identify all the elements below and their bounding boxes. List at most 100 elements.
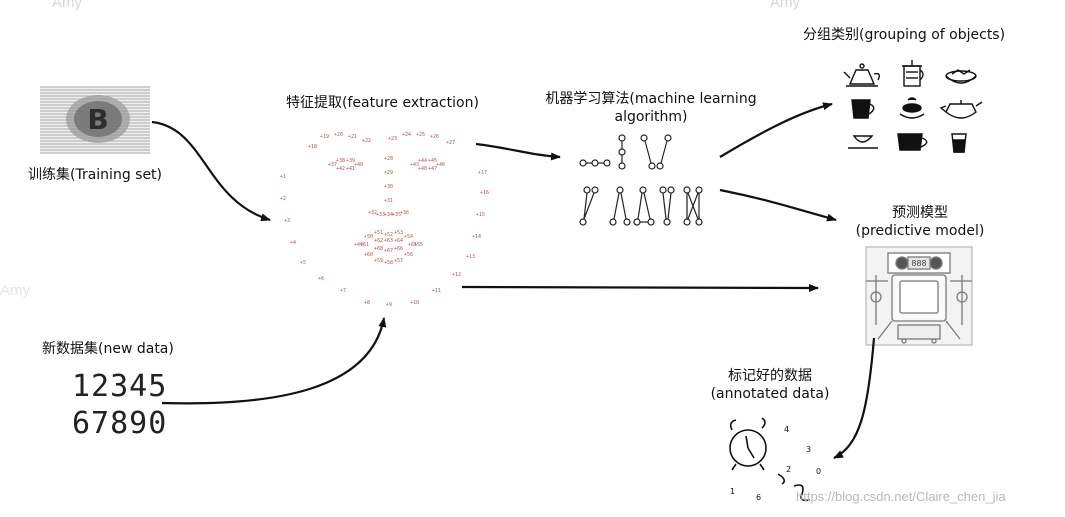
face-landmarks-plot: +1+2+3+4+5+6+7+8+9+10+11+12+13+14+15+16+… <box>270 122 490 312</box>
landmark-point: +11 <box>432 288 442 294</box>
watermark: Amy <box>52 0 82 11</box>
watermark: Amy <box>770 0 800 11</box>
landmark-point: +39 <box>346 158 356 164</box>
landmark-point: +22 <box>362 138 372 144</box>
landmark-point: +52 <box>384 232 394 238</box>
landmark-point: +34 <box>384 212 394 218</box>
landmark-point: +40 <box>354 162 364 168</box>
landmark-point: +18 <box>308 144 318 150</box>
feature-extraction-label: 特征提取(feature extraction) <box>286 95 479 111</box>
landmark-point: +29 <box>384 170 394 176</box>
landmark-point: +37 <box>328 162 338 168</box>
landmark-point: +64 <box>394 238 404 244</box>
landmark-point: +53 <box>394 230 404 236</box>
landmark-point: +54 <box>404 234 414 240</box>
scribble-digit: 1 <box>730 487 735 496</box>
landmark-point: +50 <box>364 234 374 240</box>
landmark-point: +14 <box>472 234 482 240</box>
landmark-point: +51 <box>374 230 384 236</box>
landmark-point: +32 <box>368 210 378 216</box>
digit-row-2: 67890 <box>72 406 168 441</box>
landmark-point: +9 <box>386 302 393 308</box>
landmark-point: +35 <box>392 212 402 218</box>
landmark-point: +65 <box>408 242 418 248</box>
scribble-digit: 4 <box>784 425 789 434</box>
scribble-digit: 0 <box>816 467 821 476</box>
grouping-label: 分组类别(grouping of objects) <box>803 27 1006 43</box>
scribble-digit: 6 <box>756 493 761 502</box>
robot-face-digits: 888 <box>911 259 926 268</box>
landmark-point: +3 <box>284 218 291 224</box>
landmark-point: +10 <box>410 300 420 306</box>
landmark-point: +45 <box>428 158 438 164</box>
alarm-clock-sketch: 4 3 0 2 1 6 <box>722 412 832 512</box>
landmark-point: +15 <box>476 212 486 218</box>
landmark-point: +25 <box>416 132 426 138</box>
landmark-point: +63 <box>384 238 394 244</box>
landmark-point: +46 <box>436 162 446 168</box>
landmark-point: +13 <box>466 254 476 260</box>
bitcoin-glyph: B <box>87 103 108 136</box>
landmark-point: +28 <box>384 156 394 162</box>
landmark-point: +2 <box>280 196 287 202</box>
landmark-point: +41 <box>346 166 356 172</box>
arrow-training-to-features <box>151 120 271 222</box>
arrow-features-to-algorithm <box>475 142 561 161</box>
scribble-digit: 2 <box>786 465 791 474</box>
annotated-data-label: 标记好的数据 (annotated data) <box>690 367 850 403</box>
landmark-point: +7 <box>340 288 347 294</box>
arrow-features-to-model <box>461 283 819 292</box>
landmark-point: +31 <box>384 198 394 204</box>
landmark-point: +12 <box>452 272 462 278</box>
landmark-point: +59 <box>374 258 384 264</box>
landmark-point: +67 <box>384 248 394 254</box>
landmark-point: +24 <box>402 132 412 138</box>
graph-structures-icon <box>575 130 710 235</box>
landmark-point: +44 <box>418 158 428 164</box>
landmark-point: +27 <box>446 140 456 146</box>
landmark-point: +20 <box>334 132 344 138</box>
landmark-point: +58 <box>384 260 394 266</box>
landmark-point: +30 <box>384 184 394 190</box>
ml-algorithm-label-line1: 机器学习算法(machine learning <box>545 91 757 107</box>
landmark-point: +4 <box>290 240 297 246</box>
landmark-point: +26 <box>430 134 440 140</box>
training-set-label: 训练集(Training set) <box>28 167 163 183</box>
tableware-icons-grid <box>842 56 984 156</box>
landmark-point: +6 <box>318 276 325 282</box>
watermark: Amy <box>0 282 30 299</box>
arrow-algorithm-to-model <box>719 188 837 222</box>
landmark-point: +23 <box>388 136 398 142</box>
ml-algorithm-label-line2: algorithm) <box>614 109 688 125</box>
landmark-point: +42 <box>336 166 346 172</box>
predictive-model-label-line1: 预测模型 <box>892 205 948 221</box>
landmark-point: +43 <box>410 162 420 168</box>
landmark-point: +60 <box>364 252 374 258</box>
landmark-point: +5 <box>300 260 307 266</box>
source-url: https://blog.csdn.net/Claire_chen_jia <box>796 489 1006 504</box>
training-set-image: B <box>40 86 150 154</box>
scribble-digit: 3 <box>806 445 811 454</box>
landmark-point: +33 <box>376 212 386 218</box>
landmark-point: +17 <box>478 170 488 176</box>
landmark-point: +48 <box>418 166 428 172</box>
landmark-point: +56 <box>404 252 414 258</box>
digit-row-1: 12345 <box>72 369 168 404</box>
predictive-model-label-line2: (predictive model) <box>855 223 985 239</box>
landmark-point: +47 <box>428 166 438 172</box>
landmark-point: +19 <box>320 134 330 140</box>
landmark-point: +38 <box>336 158 346 164</box>
landmark-point: +1 <box>280 174 287 180</box>
landmark-point: +49 <box>354 242 364 248</box>
landmark-point: +36 <box>400 210 410 216</box>
landmark-point: +8 <box>364 300 371 306</box>
ml-algorithm-label: 机器学习算法(machine learning algorithm) <box>531 90 771 126</box>
annotated-data-label-line1: 标记好的数据 <box>728 368 812 384</box>
landmark-point: +61 <box>360 242 370 248</box>
new-data-label: 新数据集(new data) <box>42 341 174 357</box>
landmark-point: +66 <box>394 246 404 252</box>
landmark-point: +62 <box>374 238 384 244</box>
robot-icon: 888 <box>858 245 980 347</box>
landmark-point: +68 <box>374 246 384 252</box>
